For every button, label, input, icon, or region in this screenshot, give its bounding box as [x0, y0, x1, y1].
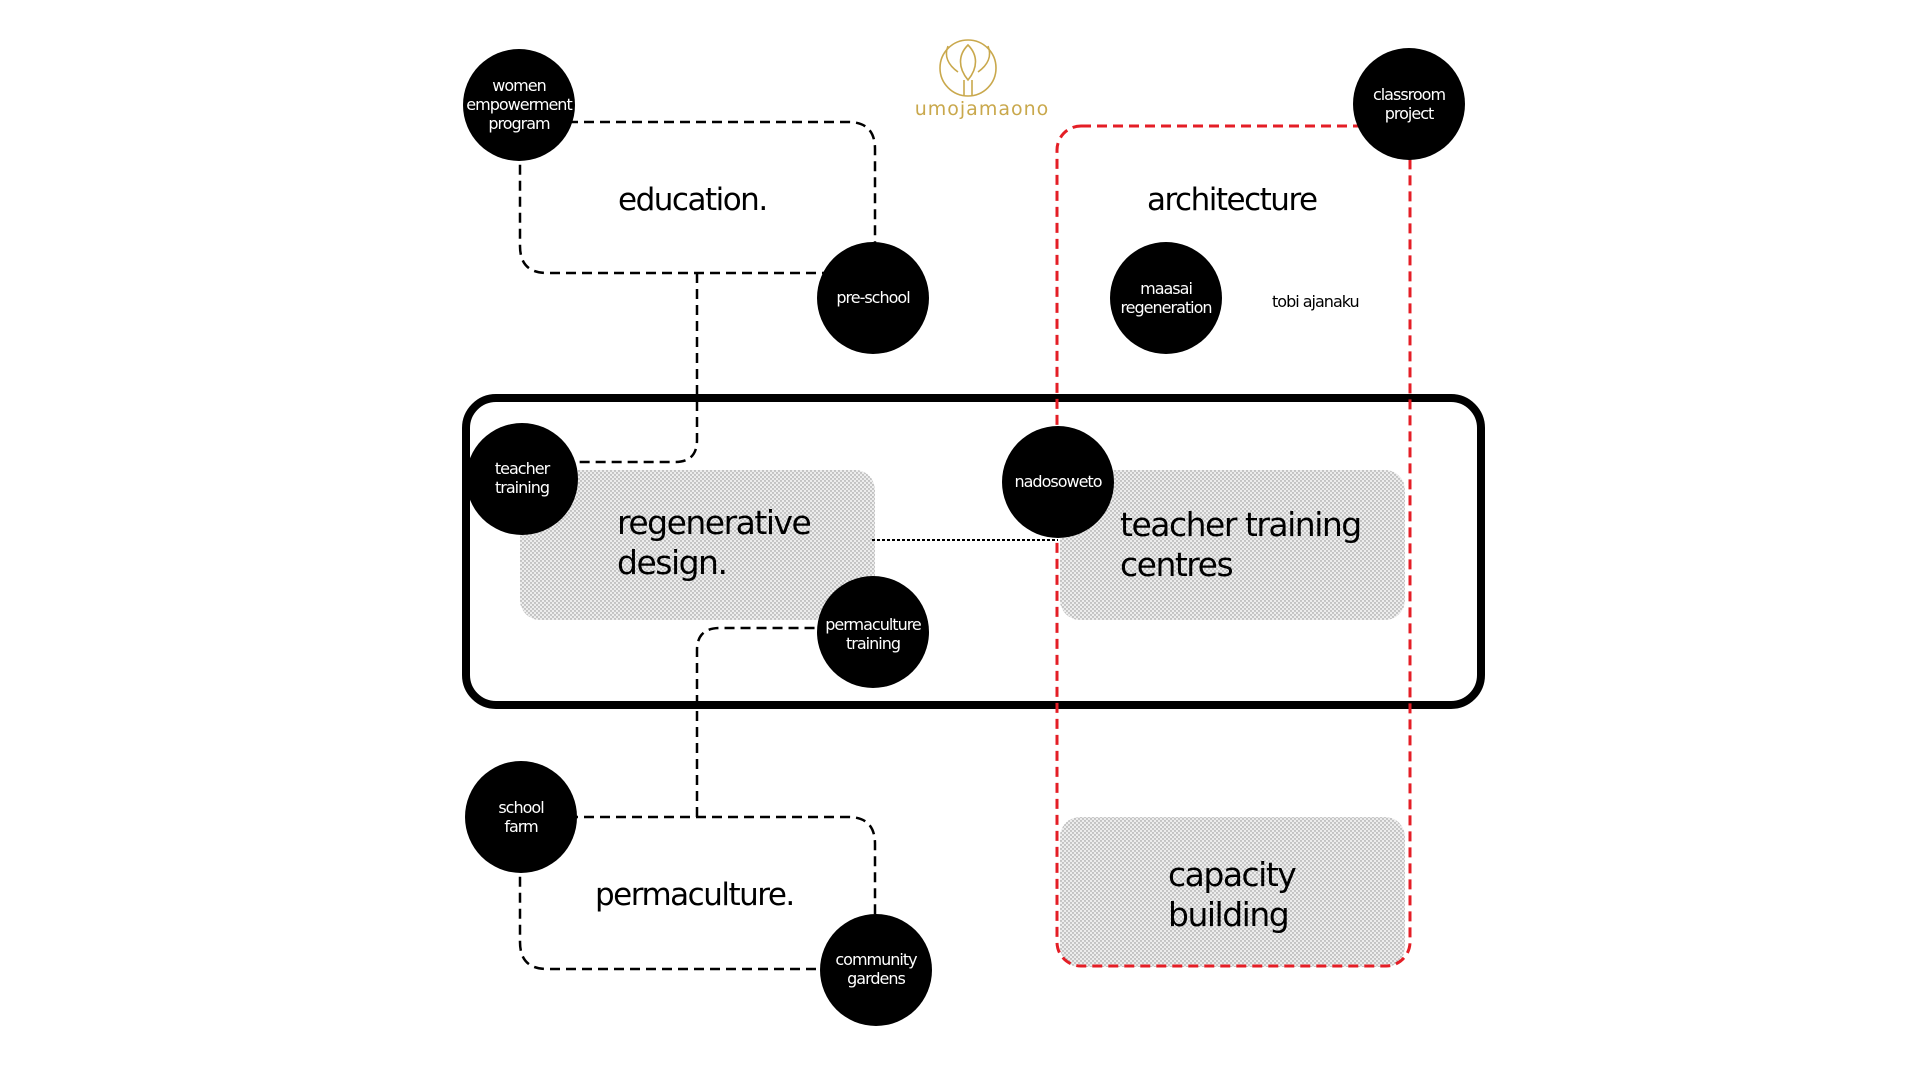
permaculture-loop — [518, 815, 877, 971]
women-empowerment-node — [463, 49, 575, 161]
education-label: education. — [618, 182, 768, 218]
community-gardens-text: community gardens — [835, 950, 917, 988]
nadosoweto-text: nadosoweto — [1014, 472, 1102, 491]
community-gardens-node — [820, 914, 932, 1026]
tobi-ajanaku-label: tobi ajanaku — [1272, 292, 1360, 311]
maasai-regeneration-text: maasai regeneration — [1120, 279, 1212, 317]
capacity-building-label: capacity building — [1168, 855, 1297, 934]
core-frame — [462, 394, 1485, 709]
school-farm-text: school farm — [498, 798, 544, 836]
pre-school-text: pre-school — [836, 288, 910, 307]
regenerative-design-region — [520, 470, 875, 620]
maasai-regeneration-node — [1110, 242, 1222, 354]
permaculture-training-text: permaculture training — [825, 615, 922, 653]
nadosoweto-node — [1002, 426, 1114, 538]
permaculture-label: permaculture. — [595, 877, 795, 913]
classroom-project-text: classroom project — [1372, 85, 1446, 123]
tree-emblem-icon — [939, 39, 997, 97]
teacher-training-centres-region — [1060, 470, 1405, 620]
classroom-project-node — [1353, 48, 1465, 160]
education-to-teacher-training-connector — [522, 273, 699, 464]
pre-school-node — [817, 242, 929, 354]
teacher-training-centres-label: teacher training centres — [1120, 505, 1362, 584]
permaculture-to-training-connector — [695, 626, 820, 817]
teacher-training-text: teacher training — [494, 459, 550, 497]
regenerative-design-label: regenerative design. — [617, 503, 812, 582]
teacher-training-node — [466, 423, 578, 535]
school-farm-node — [465, 761, 577, 873]
women-empowerment-text: women empowerment program — [466, 76, 572, 133]
capacity-building-region — [1060, 817, 1405, 967]
architecture-label: architecture — [1147, 182, 1318, 218]
logo-wordmark: umojamaono — [914, 98, 1050, 120]
architecture-outline — [1055, 124, 1412, 968]
education-loop — [518, 120, 877, 275]
permaculture-training-node — [817, 576, 929, 688]
